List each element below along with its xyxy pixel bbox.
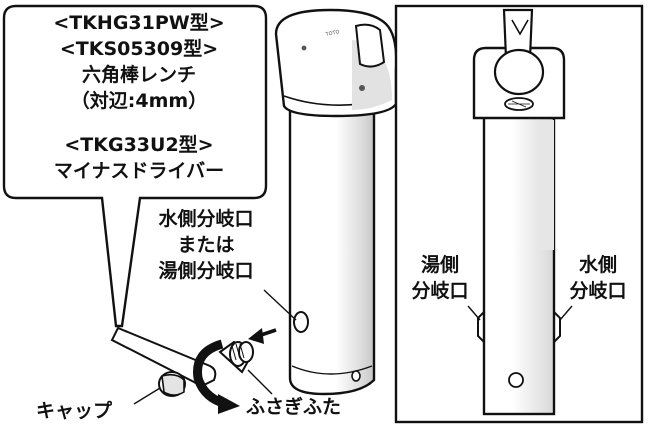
cap-leader [133,387,161,405]
rotate-arrow [193,339,228,409]
tool-model-2: <TKS05309型> [59,38,219,60]
side-outlet [293,311,309,333]
detail-aerator-mesh [508,100,530,108]
detail-bolt [508,372,524,388]
tool-model-3: <TKG33U2型> [64,134,214,156]
tool-hex-size: （対辺:4mm） [70,90,208,112]
column-foot-line [291,365,373,375]
brand-mark: TOTO [324,29,340,38]
detail-knob [493,48,545,96]
outlet-label-line-2: または [177,234,235,256]
cold-outlet-label-2: 分岐口 [569,280,627,302]
column-bolt [351,370,361,382]
plug-leader [247,369,273,395]
tool-callout-box [2,4,268,328]
hot-outlet-label-1: 湯側 [420,254,459,276]
cap-part [158,371,186,397]
faucet-lever [354,23,386,68]
hot-outlet-label-2: 分岐口 [411,280,469,302]
detail-lever-notch [511,19,529,36]
cap-label: キャップ [36,400,113,422]
head-dot [301,45,307,51]
plug-thread-lines [231,343,245,361]
cap-rim [161,373,185,396]
rotate-arrow-head [218,394,240,414]
remove-arrow-head [248,328,264,344]
plug-part [218,340,254,374]
outlet-label-line-1: 水側分岐口 [158,208,254,230]
outlet-leader [263,289,297,321]
tool-screwdriver: マイナスドライバー [53,160,225,182]
plug-thread [238,341,254,363]
head-dot [359,85,365,91]
detail-cold-outlet [553,311,561,343]
detail-shade [538,120,554,250]
cold-outlet-leader [559,305,573,321]
detail-view [394,4,644,424]
outlet-label-line-3: 湯側分岐口 [158,260,254,282]
detail-hot-outlet [477,311,485,343]
hot-outlet-leader [467,305,481,321]
cold-outlet-label-1: 水側 [578,254,617,276]
tool-hex-wrench: 六角棒レンチ [81,64,196,86]
faucet-main-view: TOTO [248,8,398,396]
tool-model-1: <TKHG31PW型> [53,12,225,34]
plug-label: ふさぎふた [246,396,342,418]
faucet-column [288,88,376,396]
